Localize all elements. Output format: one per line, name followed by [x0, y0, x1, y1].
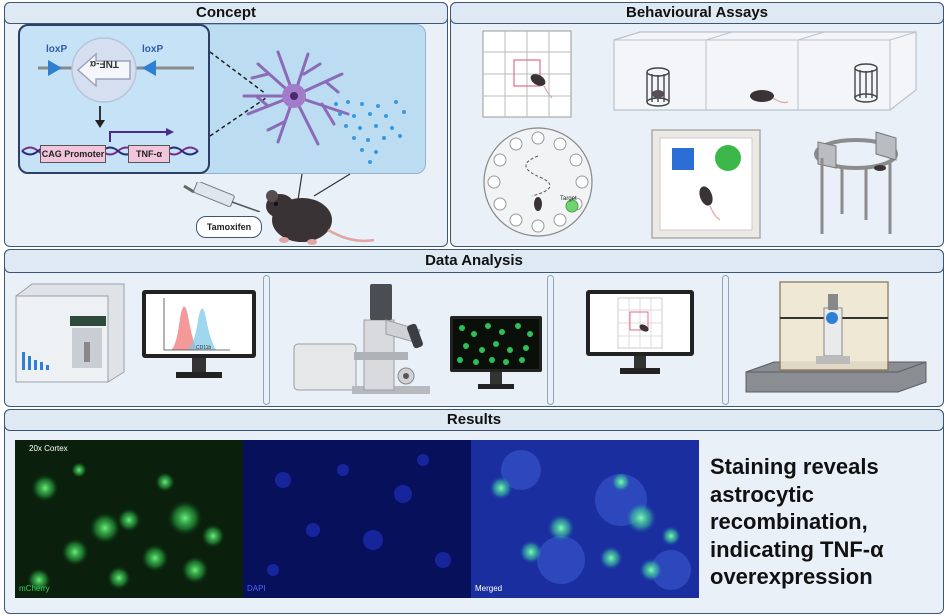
- results-caption: Staining reveals astrocytic recombinatio…: [710, 454, 884, 589]
- tnf-secretion-icon: [334, 100, 406, 164]
- mouse-icon: [266, 190, 375, 245]
- mouse-lines: [297, 173, 351, 201]
- open-field-icon: [482, 30, 572, 118]
- cell-imaging-monitor: [450, 316, 542, 389]
- tracking-monitor: [586, 290, 694, 374]
- merged-label: Merged: [475, 584, 503, 593]
- dapi-signal: [243, 440, 471, 598]
- tamoxifen-label: Tamoxifen: [196, 216, 262, 238]
- flow-cytometer-icon: [15, 283, 125, 383]
- syringe-icon: [183, 182, 261, 212]
- behavioural-header: Behavioural Assays: [450, 2, 944, 24]
- flow-axis-label: CD11b: [196, 345, 212, 351]
- elevated-maze-icon: [814, 131, 898, 234]
- results-header: Results: [4, 409, 944, 431]
- loxp-left-icon: [48, 60, 62, 76]
- loxp-right-label: loxP: [142, 44, 164, 55]
- three-chamber-icon: [613, 31, 917, 111]
- analysis-divider-2: [547, 275, 554, 405]
- analysis-header: Data Analysis: [4, 249, 944, 273]
- barnes-target-label: Target: [560, 196, 577, 202]
- dapi-image: DAPI: [243, 440, 471, 598]
- flipped-gene-label: TNF-α: [90, 58, 119, 69]
- mcherry-label: mCherry: [19, 584, 50, 593]
- mcherry-signal: [15, 440, 243, 598]
- loxp-left-label: loxP: [46, 44, 68, 55]
- barnes-maze-icon: [483, 127, 593, 237]
- novel-object-icon: [651, 129, 761, 239]
- dapi-label: DAPI: [247, 584, 266, 593]
- zoom-lines: [209, 51, 267, 137]
- mcherry-header-label: 20x Cortex: [29, 444, 68, 453]
- analysis-divider-1: [263, 275, 270, 405]
- mcherry-image: 20x Cortex mCherry: [15, 440, 243, 598]
- tnf-gene-box: TNF-α: [128, 145, 170, 163]
- analysis-divider-3: [722, 275, 729, 405]
- loxp-right-icon: [142, 60, 156, 76]
- cag-promoter-box: CAG Promoter: [40, 145, 106, 163]
- flow-histogram-monitor: [142, 290, 256, 378]
- merged-signal: [471, 440, 699, 598]
- merged-image: Merged: [471, 440, 699, 598]
- microscope-icon: [293, 284, 430, 394]
- astrocyte-icon: [242, 50, 350, 146]
- concept-header: Concept: [4, 2, 448, 24]
- ephys-rig-icon: [745, 281, 927, 393]
